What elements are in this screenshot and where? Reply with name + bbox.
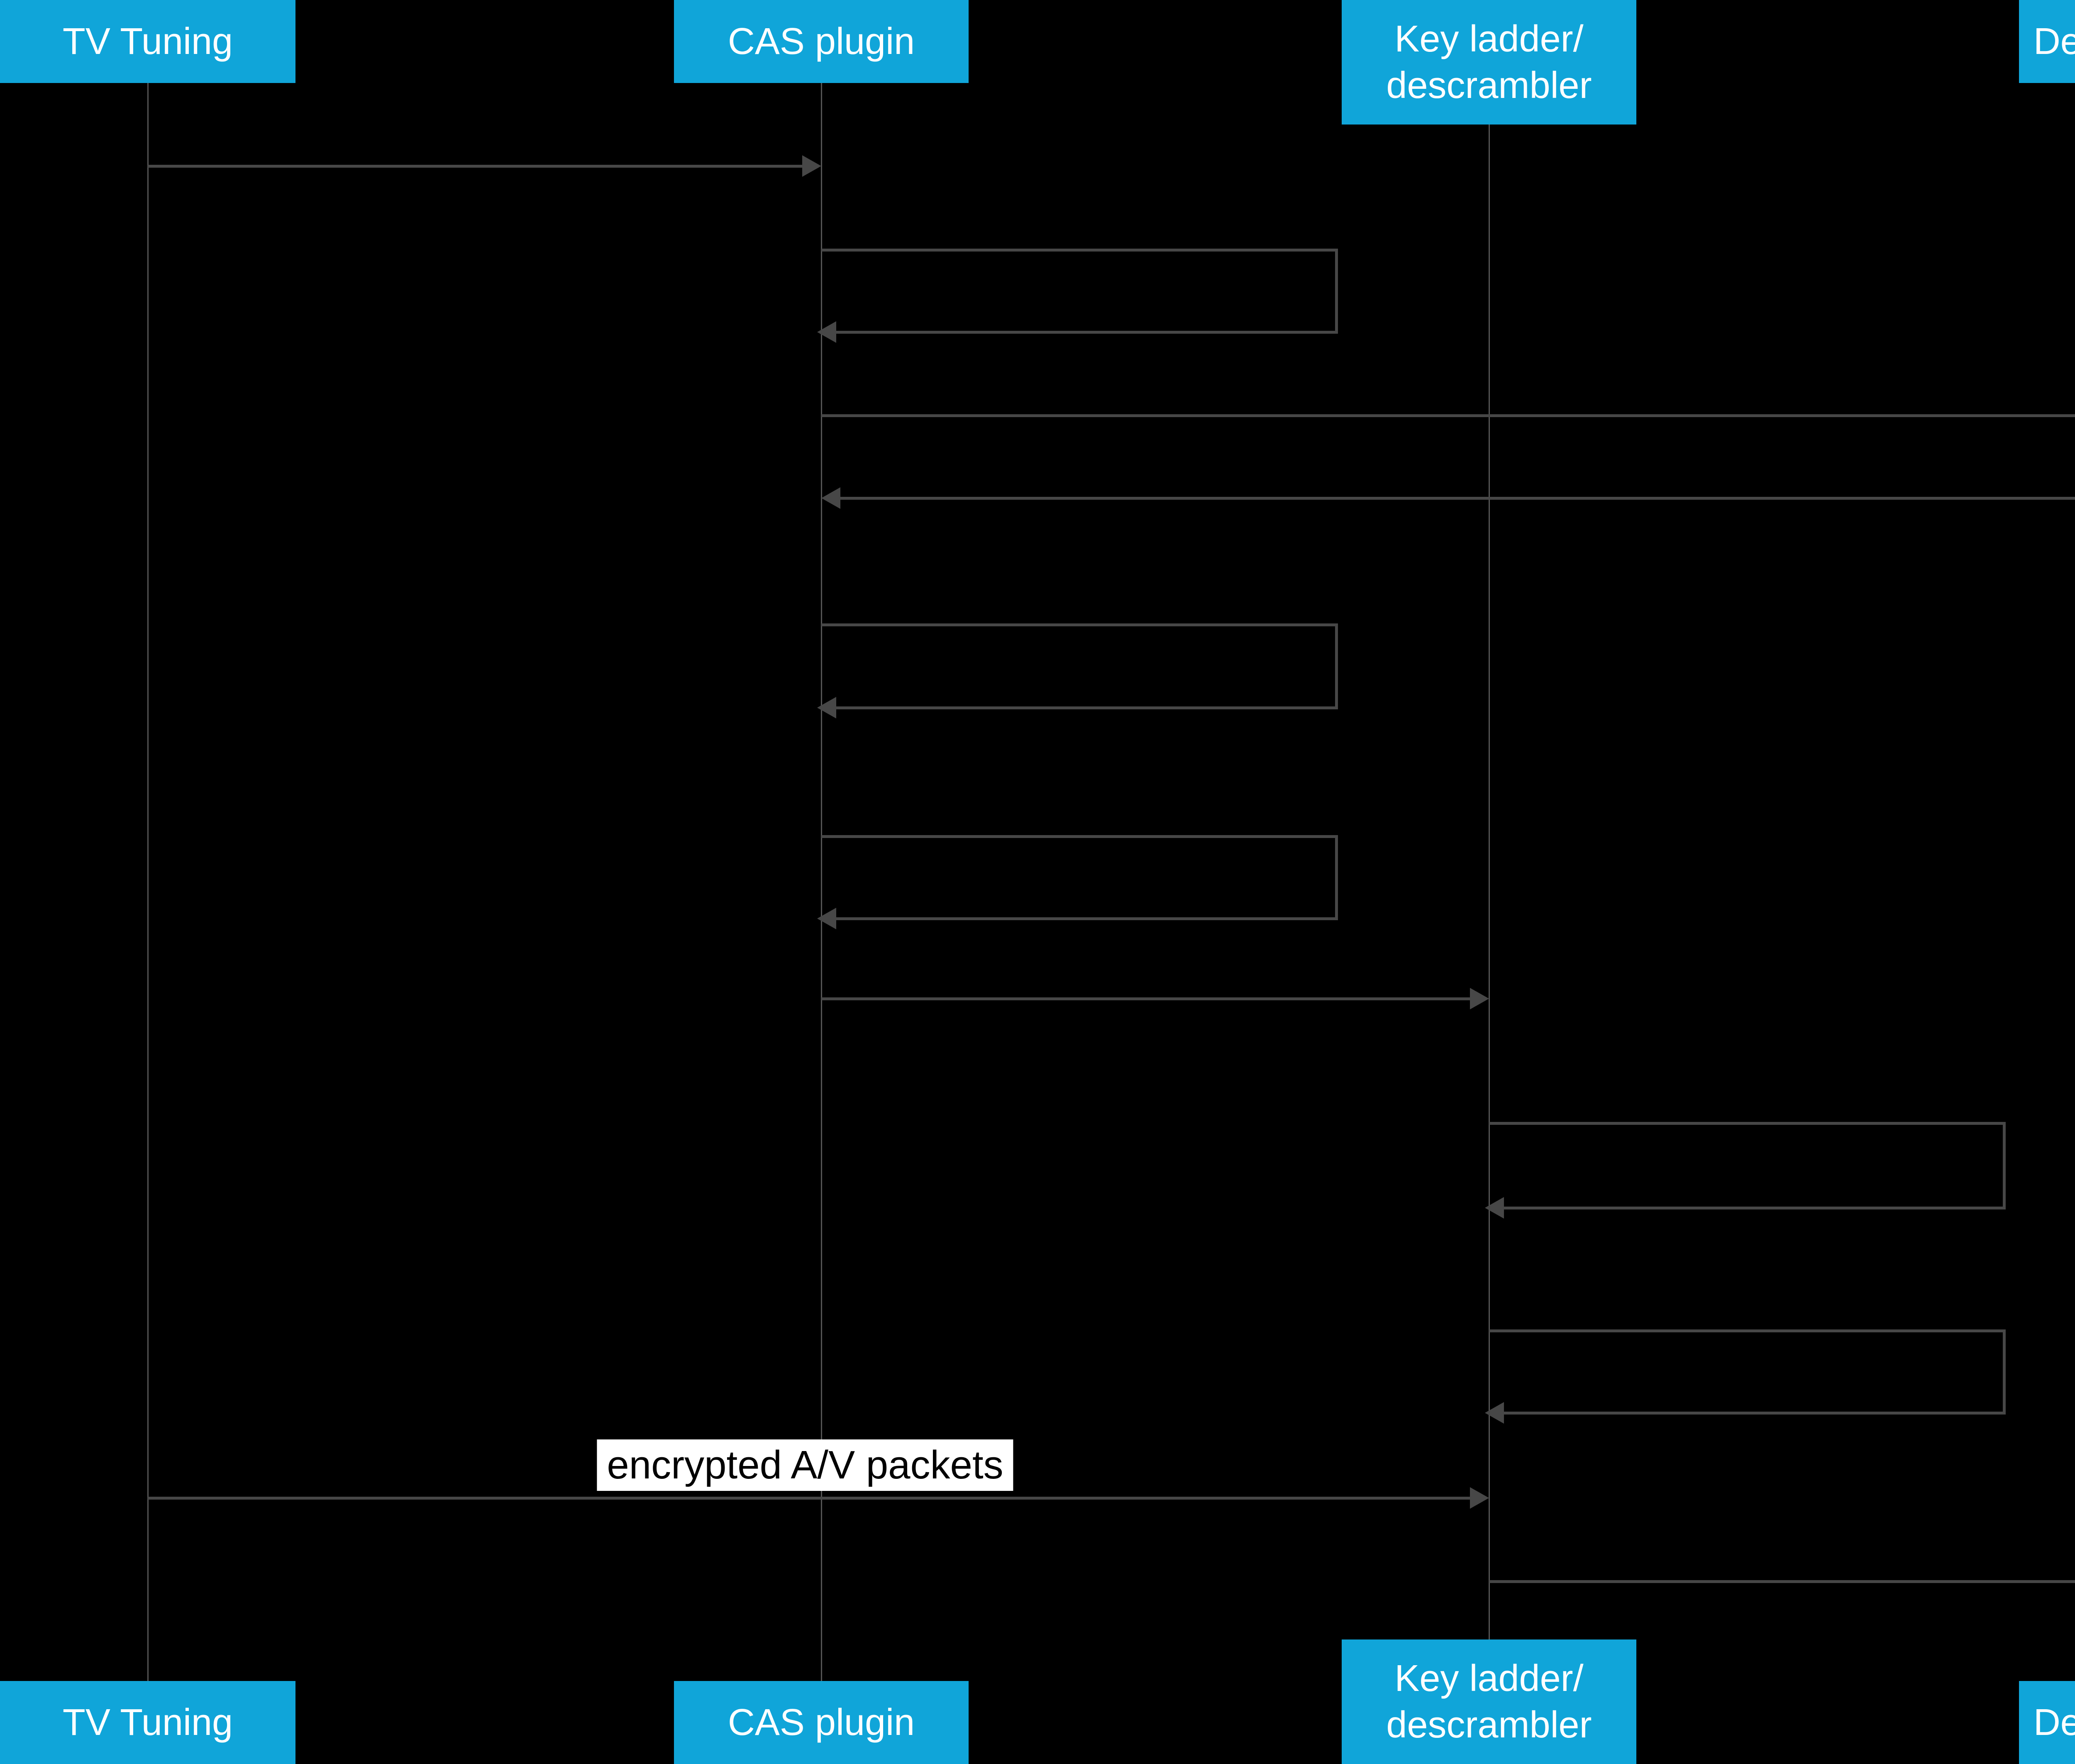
- message-arrow-3-line: [821, 414, 2075, 417]
- participant-bottom-tv-tuning: TV Tuning: [0, 1681, 295, 1764]
- message-arrow-7-arrowhead: [1470, 988, 1489, 1009]
- message-arrow-10-line: [148, 1496, 1472, 1500]
- self-message-9-bottom: [1503, 1411, 2006, 1415]
- participant-label: CAS plugin: [727, 1702, 915, 1743]
- participant-label: descrambler: [1386, 1704, 1592, 1746]
- participant-label: descrambler: [1386, 65, 1592, 106]
- self-message-5-arrowhead: [817, 697, 836, 718]
- lifeline-key-ladder: [1488, 125, 1490, 1639]
- self-message-9-arrowhead: [1485, 1402, 1504, 1424]
- self-message-6-top: [821, 835, 1338, 838]
- participant-bottom-key-ladder-descrambler: Key ladder/ descrambler: [1342, 1639, 1636, 1764]
- self-message-8-top: [1489, 1121, 2006, 1125]
- self-message-9-right: [2003, 1331, 2006, 1413]
- self-message-2-top: [821, 248, 1338, 252]
- participant-label: TV Tuning: [62, 21, 233, 62]
- participant-bottom-cas-plugin: CAS plugin: [674, 1681, 969, 1764]
- message-arrow-1-line: [148, 164, 804, 168]
- self-message-2-right: [1335, 250, 1338, 332]
- participant-label: TV Tuning: [62, 1702, 233, 1743]
- self-message-9-top: [1489, 1329, 2006, 1332]
- self-message-5-top: [821, 623, 1338, 626]
- self-message-8-right: [2003, 1123, 2006, 1208]
- self-message-6-arrowhead: [817, 908, 836, 929]
- participant-top-tv-tuning: TV Tuning: [0, 0, 295, 83]
- message-arrow-7-line: [821, 997, 1472, 1000]
- participant-label: Decode, display: [2033, 21, 2075, 62]
- message-arrow-4-line: [839, 496, 2075, 500]
- participant-bottom-decode-display: Decode, display: [2019, 1681, 2075, 1764]
- self-message-5-right: [1335, 625, 1338, 708]
- message-label-encrypted-av-packets: encrypted A/V packets: [597, 1439, 1013, 1491]
- self-message-2-bottom: [835, 330, 1338, 334]
- participant-label: Key ladder/: [1394, 1658, 1584, 1699]
- self-message-6-right: [1335, 836, 1338, 919]
- self-message-6-bottom: [835, 917, 1338, 920]
- participant-label: Decode, display: [2033, 1702, 2075, 1743]
- message-arrow-11-line: [1489, 1580, 2075, 1583]
- lifeline-cas-plugin: [820, 83, 822, 1681]
- self-message-5-bottom: [835, 706, 1338, 709]
- message-arrow-4-arrowhead: [821, 487, 840, 509]
- message-arrow-1-arrowhead: [802, 155, 821, 177]
- participant-top-decode-display: Decode, display: [2019, 0, 2075, 83]
- self-message-8-bottom: [1503, 1206, 2006, 1209]
- participant-top-cas-plugin: CAS plugin: [674, 0, 969, 83]
- message-arrow-10-arrowhead: [1470, 1487, 1489, 1509]
- self-message-8-arrowhead: [1485, 1197, 1504, 1219]
- participant-top-key-ladder-descrambler: Key ladder/ descrambler: [1342, 0, 1636, 125]
- lifeline-tv-tuning: [147, 83, 149, 1681]
- self-message-2-arrowhead: [817, 321, 836, 343]
- participant-label: CAS plugin: [727, 21, 915, 62]
- participant-label: Key ladder/: [1394, 18, 1584, 60]
